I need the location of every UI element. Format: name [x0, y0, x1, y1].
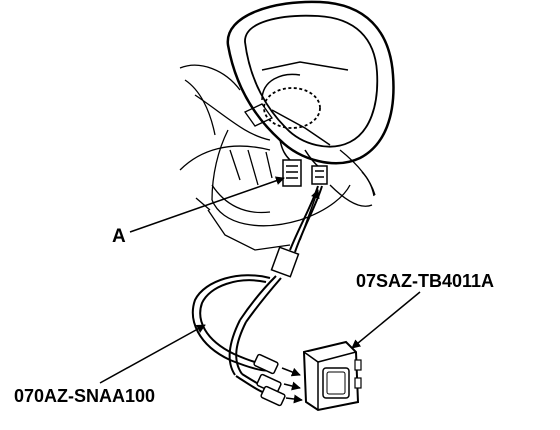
column-connectors [279, 139, 328, 187]
callout-label-a: A [112, 226, 126, 247]
callout-label-test-harness: 07SAZ-TB4011A [356, 271, 495, 291]
adapter-cable [191, 185, 323, 396]
dashboard-outline [179, 64, 376, 251]
test-harness-tool-box [302, 340, 362, 412]
cable-end-connectors [253, 353, 286, 407]
callout-label-adapter-cable: 070AZ-SNAA100 [14, 386, 156, 406]
steering-wheel [226, 0, 395, 165]
connection-arrows [281, 367, 303, 404]
callout-leaders [99, 176, 421, 384]
